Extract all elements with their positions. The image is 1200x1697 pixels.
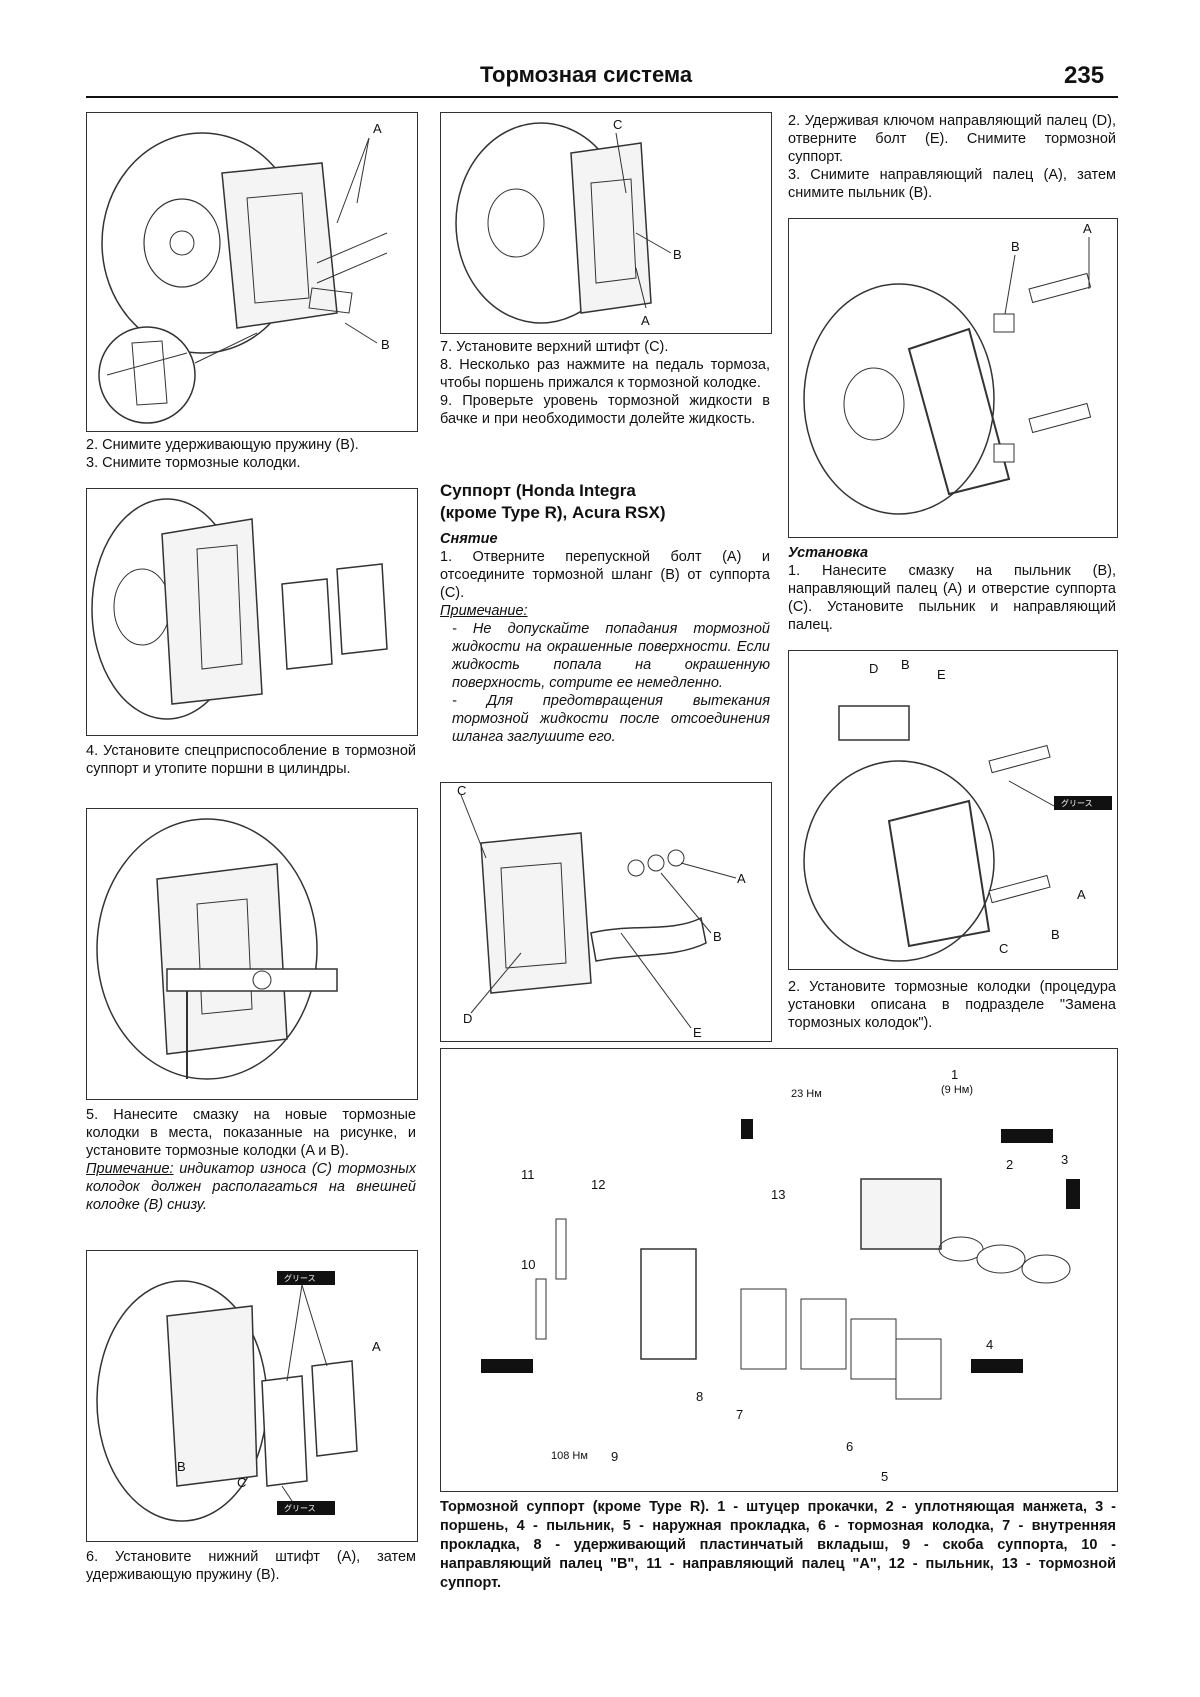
fig-label-b: B — [1051, 927, 1060, 942]
fig-label-b: B — [673, 247, 682, 262]
figure-pads-installation: グリース グリース A B C — [86, 1250, 418, 1542]
section-title: Суппорт (Honda Integra (кроме Type R), A… — [440, 480, 770, 524]
part-label-1: 1 — [951, 1067, 958, 1082]
torque-9: (9 Нм) — [941, 1084, 973, 1096]
grease-tag-top — [277, 1271, 335, 1285]
exploded-view-illustration: 23 Нм (9 Нм) 108 Нм 1 2 3 4 5 6 7 8 9 10… — [481, 1067, 1080, 1484]
figure-caption: Тормозной суппорт (кроме Type R). 1 - шт… — [440, 1499, 1116, 1591]
part-label-2: 2 — [1006, 1157, 1013, 1172]
page-number: 235 — [1064, 62, 1105, 89]
figure-piston-compress-tool — [86, 808, 418, 1100]
grease-tag-bottom — [277, 1501, 335, 1515]
note-line-2: - Для предотвращения вытекания тормозной… — [452, 693, 770, 745]
col3-steps-2-3: 2. Удерживая ключом направляющий палец (… — [788, 112, 1116, 202]
fig-label-b: B — [1011, 239, 1020, 254]
part-label-11: 11 — [521, 1167, 535, 1182]
bleeder-hose-illustration: C A B D E — [457, 783, 746, 1040]
step-3: 3. Снимите тормозные колодки. — [86, 455, 301, 471]
step-5: 5. Нанесите смазку на новые тормозные ко… — [86, 1107, 416, 1159]
grease-tag-text: グリース — [1061, 798, 1093, 808]
note-line-1: - Не допускайте попадания тормозной жидк… — [452, 621, 770, 691]
caliper-and-pads-illustration — [91, 498, 388, 720]
fig-label-a: A — [372, 1339, 381, 1354]
step-4-block: 4. Установите спецприспособление в тормо… — [86, 742, 416, 778]
install-step-1: 1. Нанесите смазку на пыльник (B), напра… — [788, 563, 1116, 633]
step-2: 2. Удерживая ключом направляющий палец (… — [788, 113, 1116, 165]
step-6: 6. Установите нижний штифт (A), затем уд… — [86, 1549, 416, 1583]
fig-label-e: E — [693, 1025, 702, 1040]
fig-label-a: A — [641, 313, 650, 328]
figure-guide-pin-installation: グリース D B E A B C — [788, 650, 1118, 970]
header-rule — [86, 96, 1118, 98]
figure-pads-removed — [86, 488, 418, 736]
step-2: 2. Снимите удерживающую пружину (B). — [86, 437, 359, 453]
grease-tag-bottom-text: グリース — [284, 1503, 316, 1513]
page-header-title: Тормозная система — [480, 62, 693, 87]
part-label-8: 8 — [696, 1389, 703, 1404]
part-label-7: 7 — [736, 1407, 743, 1422]
note-text: индикатор износа (С) тормозных колодок д… — [86, 1161, 416, 1213]
guide-pin-removal-illustration: A B — [803, 221, 1092, 515]
fig-label-a: A — [1083, 221, 1092, 236]
install-block: Установка 1. Нанесите смазку на пыльник … — [788, 544, 1116, 634]
section-title-line-2: (кроме Type R), Acura RSX) — [440, 503, 666, 522]
part-label-13: 13 — [771, 1187, 785, 1202]
fig-label-a: A — [373, 121, 382, 136]
fig-label-b: B — [713, 929, 722, 944]
upper-pin-illustration: C B A — [455, 117, 682, 328]
torque-108: 108 Нм — [551, 1450, 588, 1462]
removal-step-1: 1. Отверните перепускной болт (A) и отсо… — [440, 549, 770, 601]
part-label-4: 4 — [986, 1337, 993, 1352]
step-6-block: 6. Установите нижний штифт (A), затем уд… — [86, 1548, 416, 1584]
grease-tag — [1054, 796, 1112, 810]
grease-tag-top-text: グリース — [284, 1273, 316, 1283]
figure-retaining-spring-removal: A B — [86, 112, 418, 432]
fig-label-c: C — [999, 941, 1008, 956]
removal-title: Снятие — [440, 531, 498, 547]
install-step-2-block: 2. Установите тормозные колодки (процеду… — [788, 978, 1116, 1032]
part-label-10: 10 — [521, 1257, 535, 1272]
part-label-9: 9 — [611, 1449, 618, 1464]
fig-label-b: B — [381, 337, 390, 352]
fig-label-a: A — [737, 871, 746, 886]
pad-installation-illustration: グリース グリース A B C — [96, 1271, 381, 1522]
note-label: Примечание: — [440, 603, 528, 619]
fig-label-c: C — [457, 783, 466, 798]
fig-label-e: E — [937, 667, 946, 682]
section-title-line-1: Суппорт (Honda Integra — [440, 481, 636, 500]
steps-2-3: 2. Снимите удерживающую пружину (B). 3. … — [86, 436, 416, 472]
fig-label-c: C — [237, 1475, 246, 1490]
part-label-5: 5 — [881, 1469, 888, 1484]
figure-guide-pin-removal: A B — [788, 218, 1118, 538]
torque-23: 23 Нм — [791, 1088, 822, 1100]
install-title: Установка — [788, 545, 869, 561]
step-9: 9. Проверьте уровень тормозной жидкости … — [440, 393, 770, 427]
fig-label-c: C — [613, 117, 622, 132]
figure-caliper-exploded-view: 23 Нм (9 Нм) 108 Нм 1 2 3 4 5 6 7 8 9 10… — [440, 1048, 1118, 1492]
removal-block: Снятие 1. Отверните перепускной болт (A)… — [440, 530, 770, 746]
guide-pin-installation-illustration: グリース D B E A B C — [803, 657, 1112, 962]
part-label-12: 12 — [591, 1177, 605, 1192]
step-3: 3. Снимите направляющий палец (A), затем… — [788, 167, 1116, 201]
fig-label-d: D — [463, 1011, 472, 1026]
step-4: 4. Установите спецприспособление в тормо… — [86, 743, 416, 777]
note-label: Примечание: — [86, 1161, 174, 1177]
step-8: 8. Несколько раз нажмите на педаль тормо… — [440, 357, 770, 391]
step-7: 7. Установите верхний штифт (С). — [440, 339, 669, 355]
figure-upper-pin: C B A — [440, 112, 772, 334]
part-label-3: 3 — [1061, 1152, 1068, 1167]
fig-label-d: D — [869, 661, 878, 676]
fig-label-b-top: B — [901, 657, 910, 672]
fig-label-a: A — [1077, 887, 1086, 902]
step-5-block: 5. Нанесите смазку на новые тормозные ко… — [86, 1106, 416, 1214]
fig-label-b: B — [177, 1459, 186, 1474]
brake-disc-illustration: A B — [98, 121, 390, 424]
figure-bleeder-and-hose: C A B D E — [440, 782, 772, 1042]
part-label-6: 6 — [846, 1439, 853, 1454]
piston-tool-illustration — [96, 818, 338, 1080]
steps-7-9: 7. Установите верхний штифт (С). 8. Неск… — [440, 338, 770, 428]
install-step-2: 2. Установите тормозные колодки (процеду… — [788, 979, 1116, 1031]
